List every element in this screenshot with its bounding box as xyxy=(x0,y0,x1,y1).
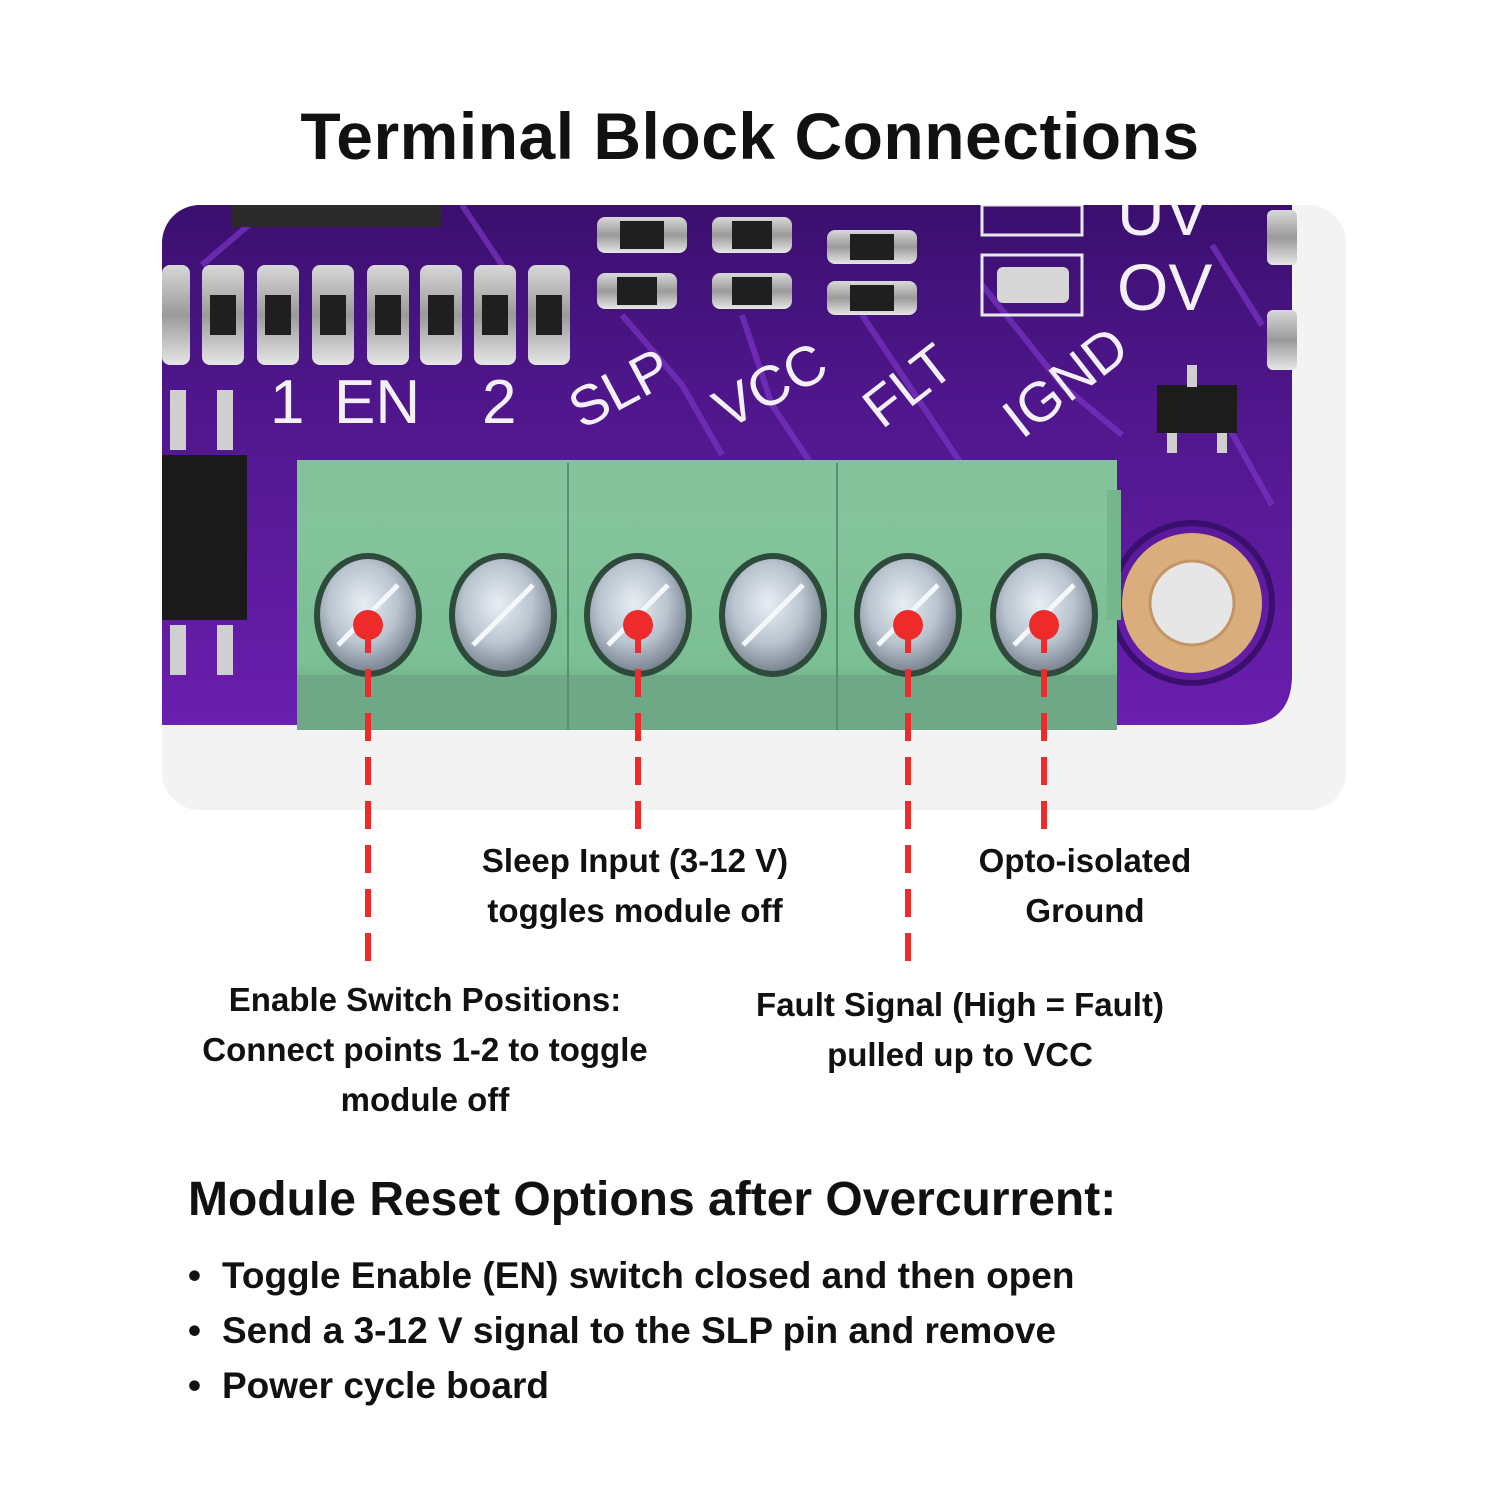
smd-small-parts xyxy=(597,205,1297,453)
annotation-ground-line: Ground xyxy=(1025,892,1145,929)
annotation-fault: Fault Signal (High = Fault) pulled up to… xyxy=(720,980,1200,1080)
annotation-enable-line: Enable Switch Positions: xyxy=(228,981,622,1018)
page-title: Terminal Block Connections xyxy=(300,99,1200,173)
silk-label-en: EN xyxy=(334,368,420,437)
terminal-screw xyxy=(314,553,422,677)
reset-option-text: Power cycle board xyxy=(222,1365,549,1406)
annotation-fault-line: Fault Signal (High = Fault) xyxy=(756,986,1164,1023)
annotation-fault-line: pulled up to VCC xyxy=(827,1036,1093,1073)
annotation-ground: Opto-isolated Ground xyxy=(950,836,1220,936)
reset-option: • Send a 3-12 V signal to the SLP pin an… xyxy=(188,1303,1074,1358)
annotation-enable-line: module off xyxy=(340,1081,510,1118)
silk-label-ov: OV xyxy=(1117,250,1212,324)
terminal-screw xyxy=(854,553,962,677)
terminal-screw xyxy=(719,553,827,677)
silk-label-2: 2 xyxy=(482,368,516,437)
side-ic xyxy=(162,455,247,620)
ic-chip-top xyxy=(232,205,442,227)
silk-label-uv: UV xyxy=(1117,205,1209,249)
terminal-screw xyxy=(584,553,692,677)
reset-option: • Toggle Enable (EN) switch closed and t… xyxy=(188,1248,1074,1303)
bullet-icon: • xyxy=(188,1365,201,1406)
reset-option-text: Toggle Enable (EN) switch closed and the… xyxy=(222,1255,1075,1296)
reset-options-list: • Toggle Enable (EN) switch closed and t… xyxy=(188,1248,1074,1413)
annotation-sleep-line: toggles module off xyxy=(487,892,783,929)
reset-heading: Module Reset Options after Overcurrent: xyxy=(188,1173,1117,1226)
transistor-chip xyxy=(1157,385,1237,433)
smd-resistor-row xyxy=(162,265,570,365)
terminal-screw xyxy=(449,553,557,677)
silk-label-1: 1 xyxy=(270,368,304,437)
annotation-sleep: Sleep Input (3-12 V) toggles module off xyxy=(440,836,830,936)
annotation-enable: Enable Switch Positions: Connect points … xyxy=(160,975,690,1125)
terminal-screw xyxy=(990,553,1098,677)
reset-option: • Power cycle board xyxy=(188,1358,1074,1413)
bullet-icon: • xyxy=(188,1310,201,1351)
reset-option-text: Send a 3-12 V signal to the SLP pin and … xyxy=(222,1310,1057,1351)
annotation-ground-line: Opto-isolated xyxy=(978,842,1192,879)
annotation-enable-line: Connect points 1-2 to toggle xyxy=(202,1031,648,1068)
board-photo: 1 EN 2 SLP VCC FLT IGND UV OV xyxy=(162,205,1346,810)
annotation-sleep-line: Sleep Input (3-12 V) xyxy=(481,842,789,879)
mounting-hole xyxy=(1109,520,1275,686)
bullet-icon: • xyxy=(188,1255,201,1296)
